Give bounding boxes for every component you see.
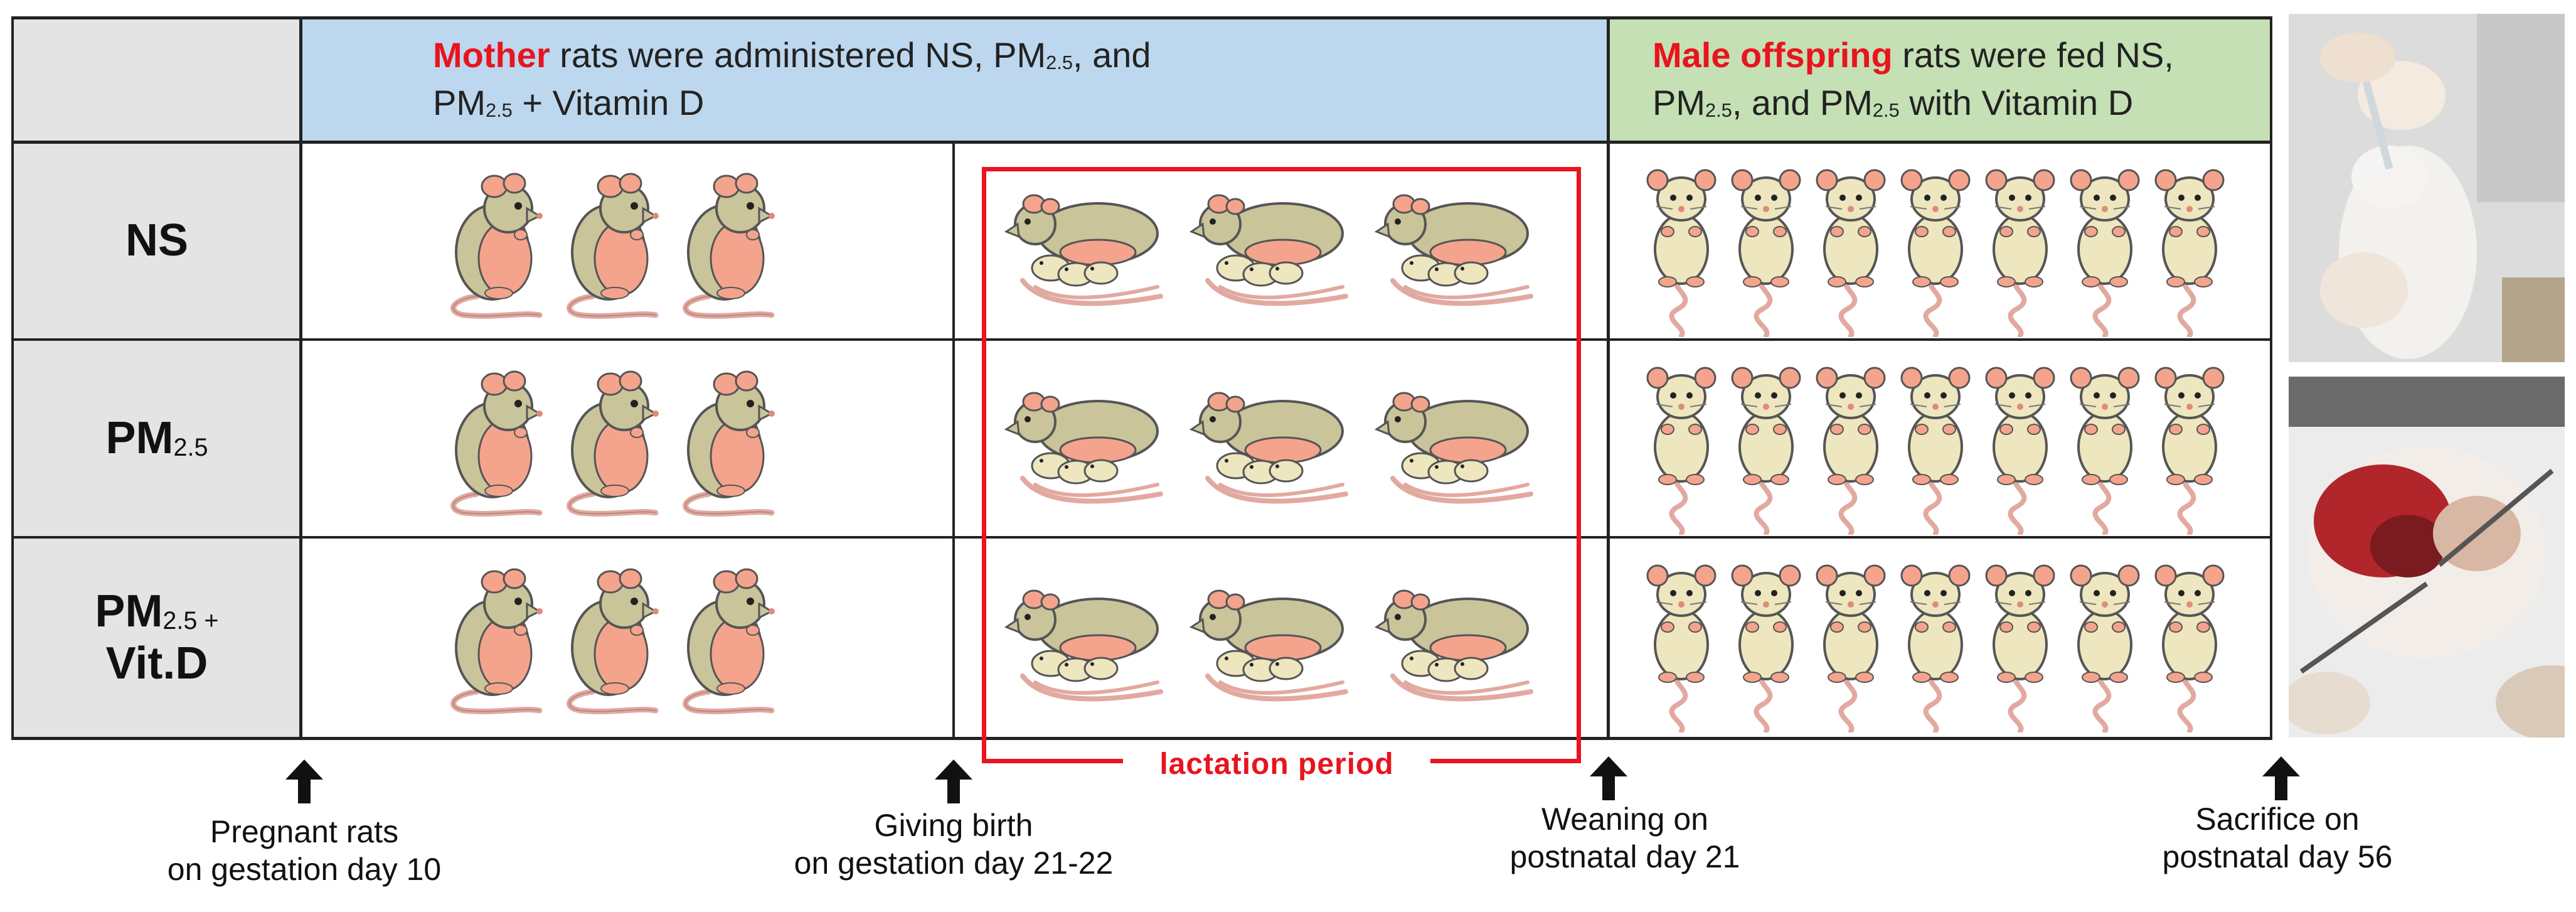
pregnant-rat-icon bbox=[671, 362, 778, 519]
lactation-period-box bbox=[982, 167, 1581, 763]
pregnant-rat-icon bbox=[671, 164, 778, 321]
pregnant-rat-icon bbox=[555, 362, 662, 519]
offspring-rat-icon bbox=[1813, 557, 1888, 732]
offspring-rat-icon bbox=[1813, 161, 1888, 337]
up-arrow-icon bbox=[935, 759, 972, 803]
offspring-rat-icon bbox=[1728, 557, 1804, 732]
row-label-pm25: PM2.5 bbox=[13, 340, 301, 537]
offspring-rat-icon bbox=[1898, 557, 1973, 732]
injection-photo bbox=[2289, 14, 2565, 362]
offspring-rat-icon bbox=[1983, 359, 2058, 535]
offspring-rat-icon bbox=[2067, 557, 2142, 732]
dissection-photo bbox=[2289, 377, 2565, 738]
timeline-caption-gestation-10: Pregnant rats on gestation day 10 bbox=[167, 814, 442, 887]
offspring-rat-icon bbox=[1728, 161, 1804, 337]
row-label-pm25-vitd: PM2.5 + Vit.D bbox=[13, 537, 301, 738]
offspring-rat-icon bbox=[1813, 359, 1888, 535]
offspring-rat-icon bbox=[2152, 161, 2227, 337]
lactation-period-label: lactation period bbox=[1123, 746, 1430, 783]
up-arrow-icon bbox=[2262, 756, 2300, 800]
corner-cell bbox=[13, 18, 301, 142]
offspring-rat-icon bbox=[2067, 359, 2142, 535]
offspring-header-text: Male offspring rats were fed NS, PM2.5, … bbox=[1653, 35, 2174, 122]
offspring-rat-icon bbox=[1644, 359, 1719, 535]
grid-left bbox=[11, 16, 14, 740]
offspring-rat-icon bbox=[1983, 161, 2058, 337]
offspring-rat-icon bbox=[2152, 359, 2227, 535]
up-arrow-icon bbox=[285, 759, 323, 803]
offspring-rat-icon bbox=[1898, 161, 1973, 337]
offspring-rat-icon bbox=[1728, 359, 1804, 535]
pregnant-rat-icon bbox=[555, 164, 662, 321]
offspring-rat-icon bbox=[1983, 557, 2058, 732]
offspring-rat-icon bbox=[1898, 359, 1973, 535]
grid-weaning-divider bbox=[1607, 16, 1610, 740]
dissection-photo-illustration bbox=[2289, 377, 2565, 738]
offspring-rat-icon bbox=[2067, 161, 2142, 337]
offspring-rat-icon bbox=[1644, 161, 1719, 337]
grid-row2 bbox=[13, 536, 2271, 539]
mother-treatment-header: Mother rats were administered NS, PM2.5,… bbox=[301, 18, 1609, 142]
pregnant-rat-icon bbox=[555, 560, 662, 717]
mother-header-text: Mother rats were administered NS, PM2.5,… bbox=[433, 35, 1151, 122]
offspring-rat-icon bbox=[2152, 557, 2227, 732]
timeline-caption-weaning: Weaning on postnatal day 21 bbox=[1509, 802, 1740, 874]
mother-highlight: Mother bbox=[433, 35, 550, 75]
pregnant-rat-icon bbox=[439, 362, 546, 519]
pregnant-rat-icon bbox=[439, 164, 546, 321]
grid-top bbox=[13, 16, 2271, 19]
timeline-caption-birth: Giving birth on gestation day 21-22 bbox=[794, 808, 1114, 881]
grid-right bbox=[2270, 16, 2272, 740]
grid-birth-divider bbox=[952, 142, 955, 740]
up-arrow-icon bbox=[1590, 756, 1627, 800]
injection-photo-illustration bbox=[2289, 14, 2565, 362]
grid-bottom bbox=[13, 737, 2271, 740]
offspring-highlight: Male offspring bbox=[1653, 35, 1893, 75]
offspring-treatment-header: Male offspring rats were fed NS, PM2.5, … bbox=[1609, 18, 2271, 142]
timeline-caption-sacrifice: Sacrifice on postnatal day 56 bbox=[2162, 802, 2393, 874]
pregnant-rat-icon bbox=[439, 560, 546, 717]
row-label-ns: NS bbox=[13, 142, 301, 340]
grid-header-bottom bbox=[13, 141, 2271, 144]
pregnant-rat-icon bbox=[671, 560, 778, 717]
grid-label-divider bbox=[299, 16, 302, 740]
offspring-rat-icon bbox=[1644, 557, 1719, 732]
grid-row1 bbox=[13, 338, 2271, 341]
